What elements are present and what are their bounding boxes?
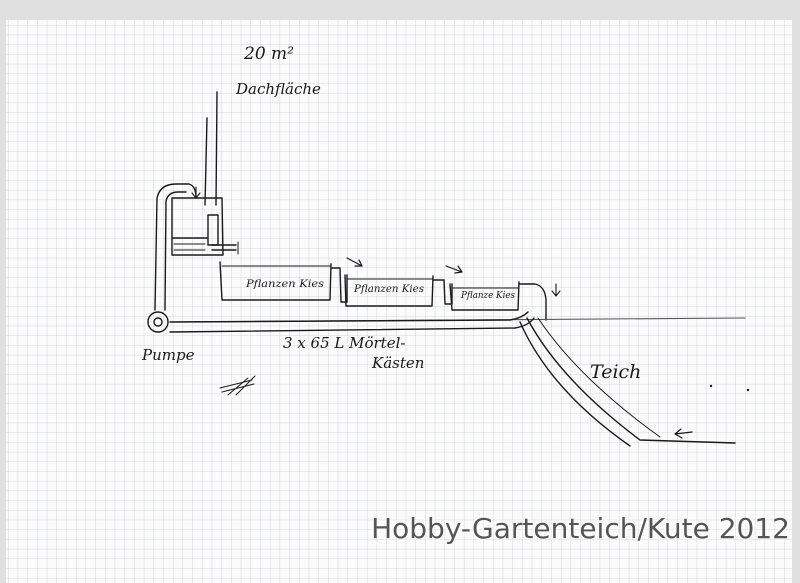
watermark-text: Hobby-Gartenteich/Kute 2012	[371, 512, 790, 545]
arrow-down-icon	[551, 283, 561, 297]
roof-area-label: 20 m²	[243, 44, 294, 64]
arrow-down-icon	[191, 186, 201, 199]
roof-label: Dachfläche	[235, 80, 321, 98]
connector-1-2	[330, 267, 348, 303]
return-pipe-inner	[164, 191, 187, 311]
plant-tank-2	[344, 274, 434, 307]
pump-inner	[153, 317, 163, 327]
arrow-right-icon	[346, 257, 363, 267]
connector-2-3	[432, 279, 453, 305]
plant-tank-1	[219, 261, 332, 301]
watermark: Hobby-Gartenteich/Kute 2012	[300, 512, 790, 558]
ink-dot	[746, 388, 750, 392]
grid-lines	[6, 20, 792, 583]
tank-3-label: Pflanze Kies	[460, 290, 515, 301]
outlet-pipe	[211, 244, 237, 251]
arrow-left-icon	[674, 428, 693, 439]
tank-3-outlet	[518, 283, 547, 321]
tanks-caption-line-2: Kästen	[371, 354, 424, 372]
pump-outer	[147, 311, 169, 333]
ink-dot	[709, 384, 713, 388]
downpipe-left	[204, 117, 208, 206]
arrow-right-icon	[445, 265, 463, 274]
pond-label: Teich	[590, 361, 641, 383]
return-pipe-bottom-low	[169, 317, 535, 333]
tanks-caption-line-1: 3 x 65 L Mörtel-	[283, 334, 405, 352]
tank-1-label: Pflanzen Kies	[245, 279, 324, 290]
return-pipe-outer	[154, 183, 197, 311]
downpipe-right	[215, 91, 218, 206]
collector-hatching	[173, 243, 206, 251]
pond-stream	[537, 317, 661, 438]
tank-2-label: Pflanzen Kies	[353, 284, 424, 295]
pond-bank-upper	[526, 317, 736, 444]
pump-label: Pumpe	[141, 346, 195, 364]
collector-tank	[171, 197, 224, 256]
return-pipe-bottom-top	[169, 311, 529, 323]
plant-tank-3	[449, 281, 520, 311]
pond-bank-lower	[519, 321, 631, 447]
crossed-out-doodle	[219, 375, 256, 396]
